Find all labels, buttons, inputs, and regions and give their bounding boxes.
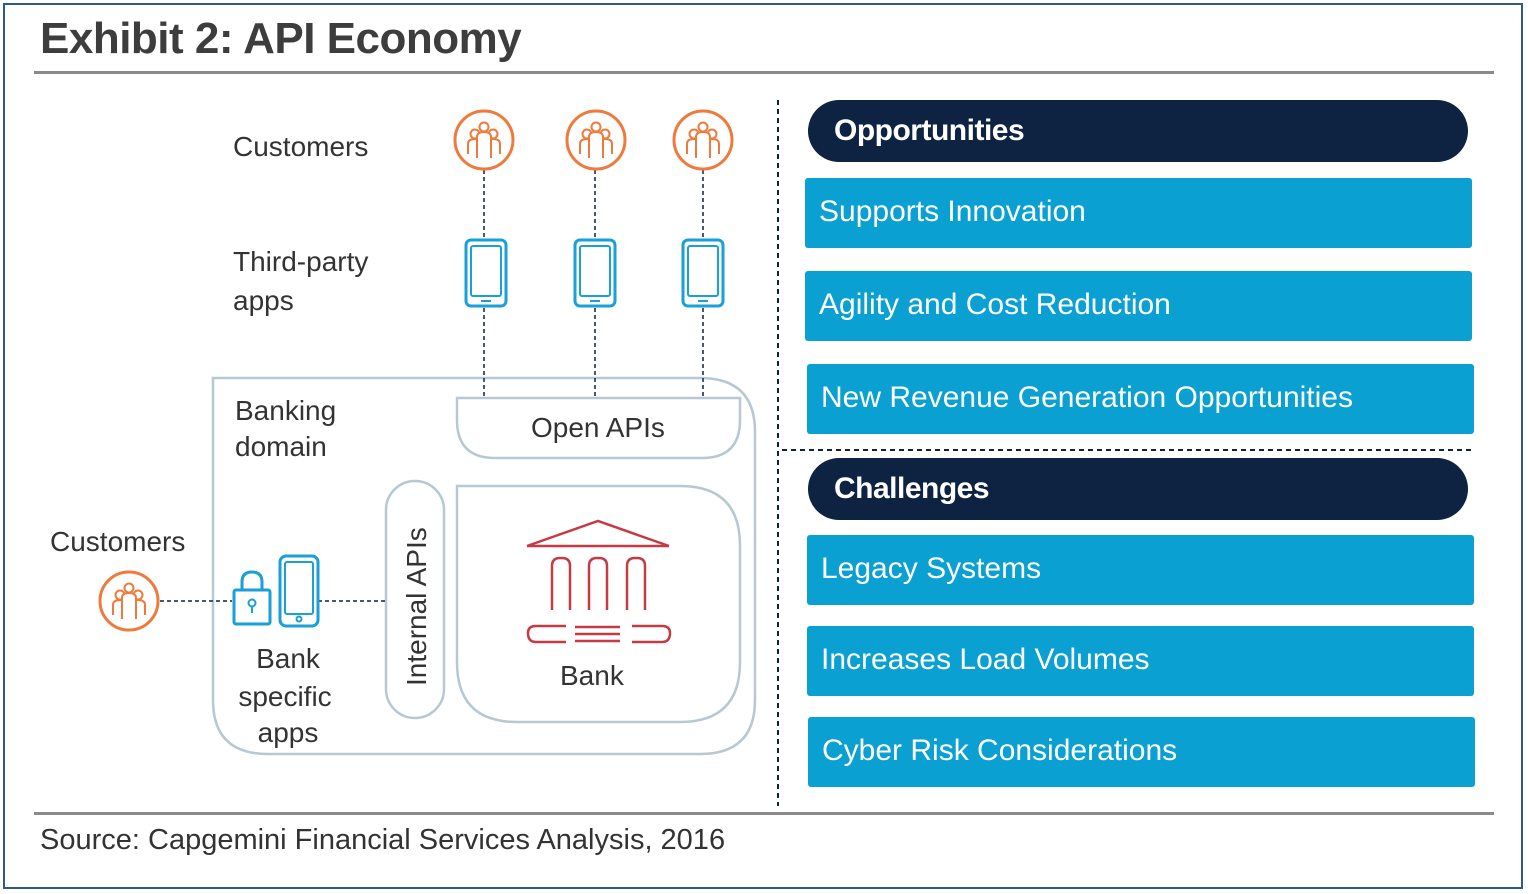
opportunity-item: Supports Innovation bbox=[805, 178, 1472, 248]
opportunity-item: Agility and Cost Reduction bbox=[805, 271, 1472, 341]
banking-domain-outline bbox=[211, 376, 757, 756]
challenges-header: Challenges bbox=[808, 458, 1468, 520]
title-rule bbox=[34, 71, 1494, 74]
bank-building-icon bbox=[526, 519, 672, 644]
smartphone-icon bbox=[464, 238, 508, 308]
opportunities-header: Opportunities bbox=[808, 100, 1468, 162]
bank-specific-label-line3: apps bbox=[257, 717, 319, 748]
customer-group-icon bbox=[565, 109, 627, 171]
customer-group-icon bbox=[98, 570, 160, 632]
bank-label: Bank bbox=[560, 660, 624, 691]
customer-group-icon bbox=[672, 109, 734, 171]
third-party-label-line1: Third-party bbox=[233, 246, 369, 277]
opportunity-item: New Revenue Generation Opportunities bbox=[807, 364, 1474, 434]
source-note: Source: Capgemini Financial Services Ana… bbox=[40, 824, 726, 856]
smartphone-icon bbox=[573, 238, 617, 308]
third-party-label-line2: apps bbox=[233, 285, 294, 316]
open-apis-box bbox=[455, 396, 742, 460]
exhibit-frame bbox=[3, 3, 1523, 889]
footer-rule bbox=[34, 812, 1494, 815]
customer-group-icon bbox=[453, 109, 515, 171]
customers-top-label: Customers bbox=[233, 131, 369, 162]
customers-left-label: Customers bbox=[50, 526, 186, 557]
smartphone-icon bbox=[278, 554, 320, 628]
lock-icon bbox=[232, 570, 272, 626]
exhibit-title: Exhibit 2: API Economy bbox=[40, 14, 522, 63]
banking-domain-label-line2: domain bbox=[235, 431, 327, 462]
challenge-item: Legacy Systems bbox=[807, 535, 1474, 605]
internal-apis-box bbox=[384, 479, 446, 720]
challenge-item: Cyber Risk Considerations bbox=[808, 717, 1475, 787]
internal-apis-label: Internal APIs bbox=[401, 527, 432, 686]
bank-specific-label-line2: specific bbox=[238, 681, 332, 712]
smartphone-icon bbox=[681, 238, 725, 308]
bank-specific-label-line1: Bank bbox=[256, 643, 320, 674]
challenge-item: Increases Load Volumes bbox=[807, 626, 1474, 696]
banking-domain-label-line1: Banking bbox=[235, 395, 337, 426]
open-apis-label: Open APIs bbox=[531, 412, 665, 443]
